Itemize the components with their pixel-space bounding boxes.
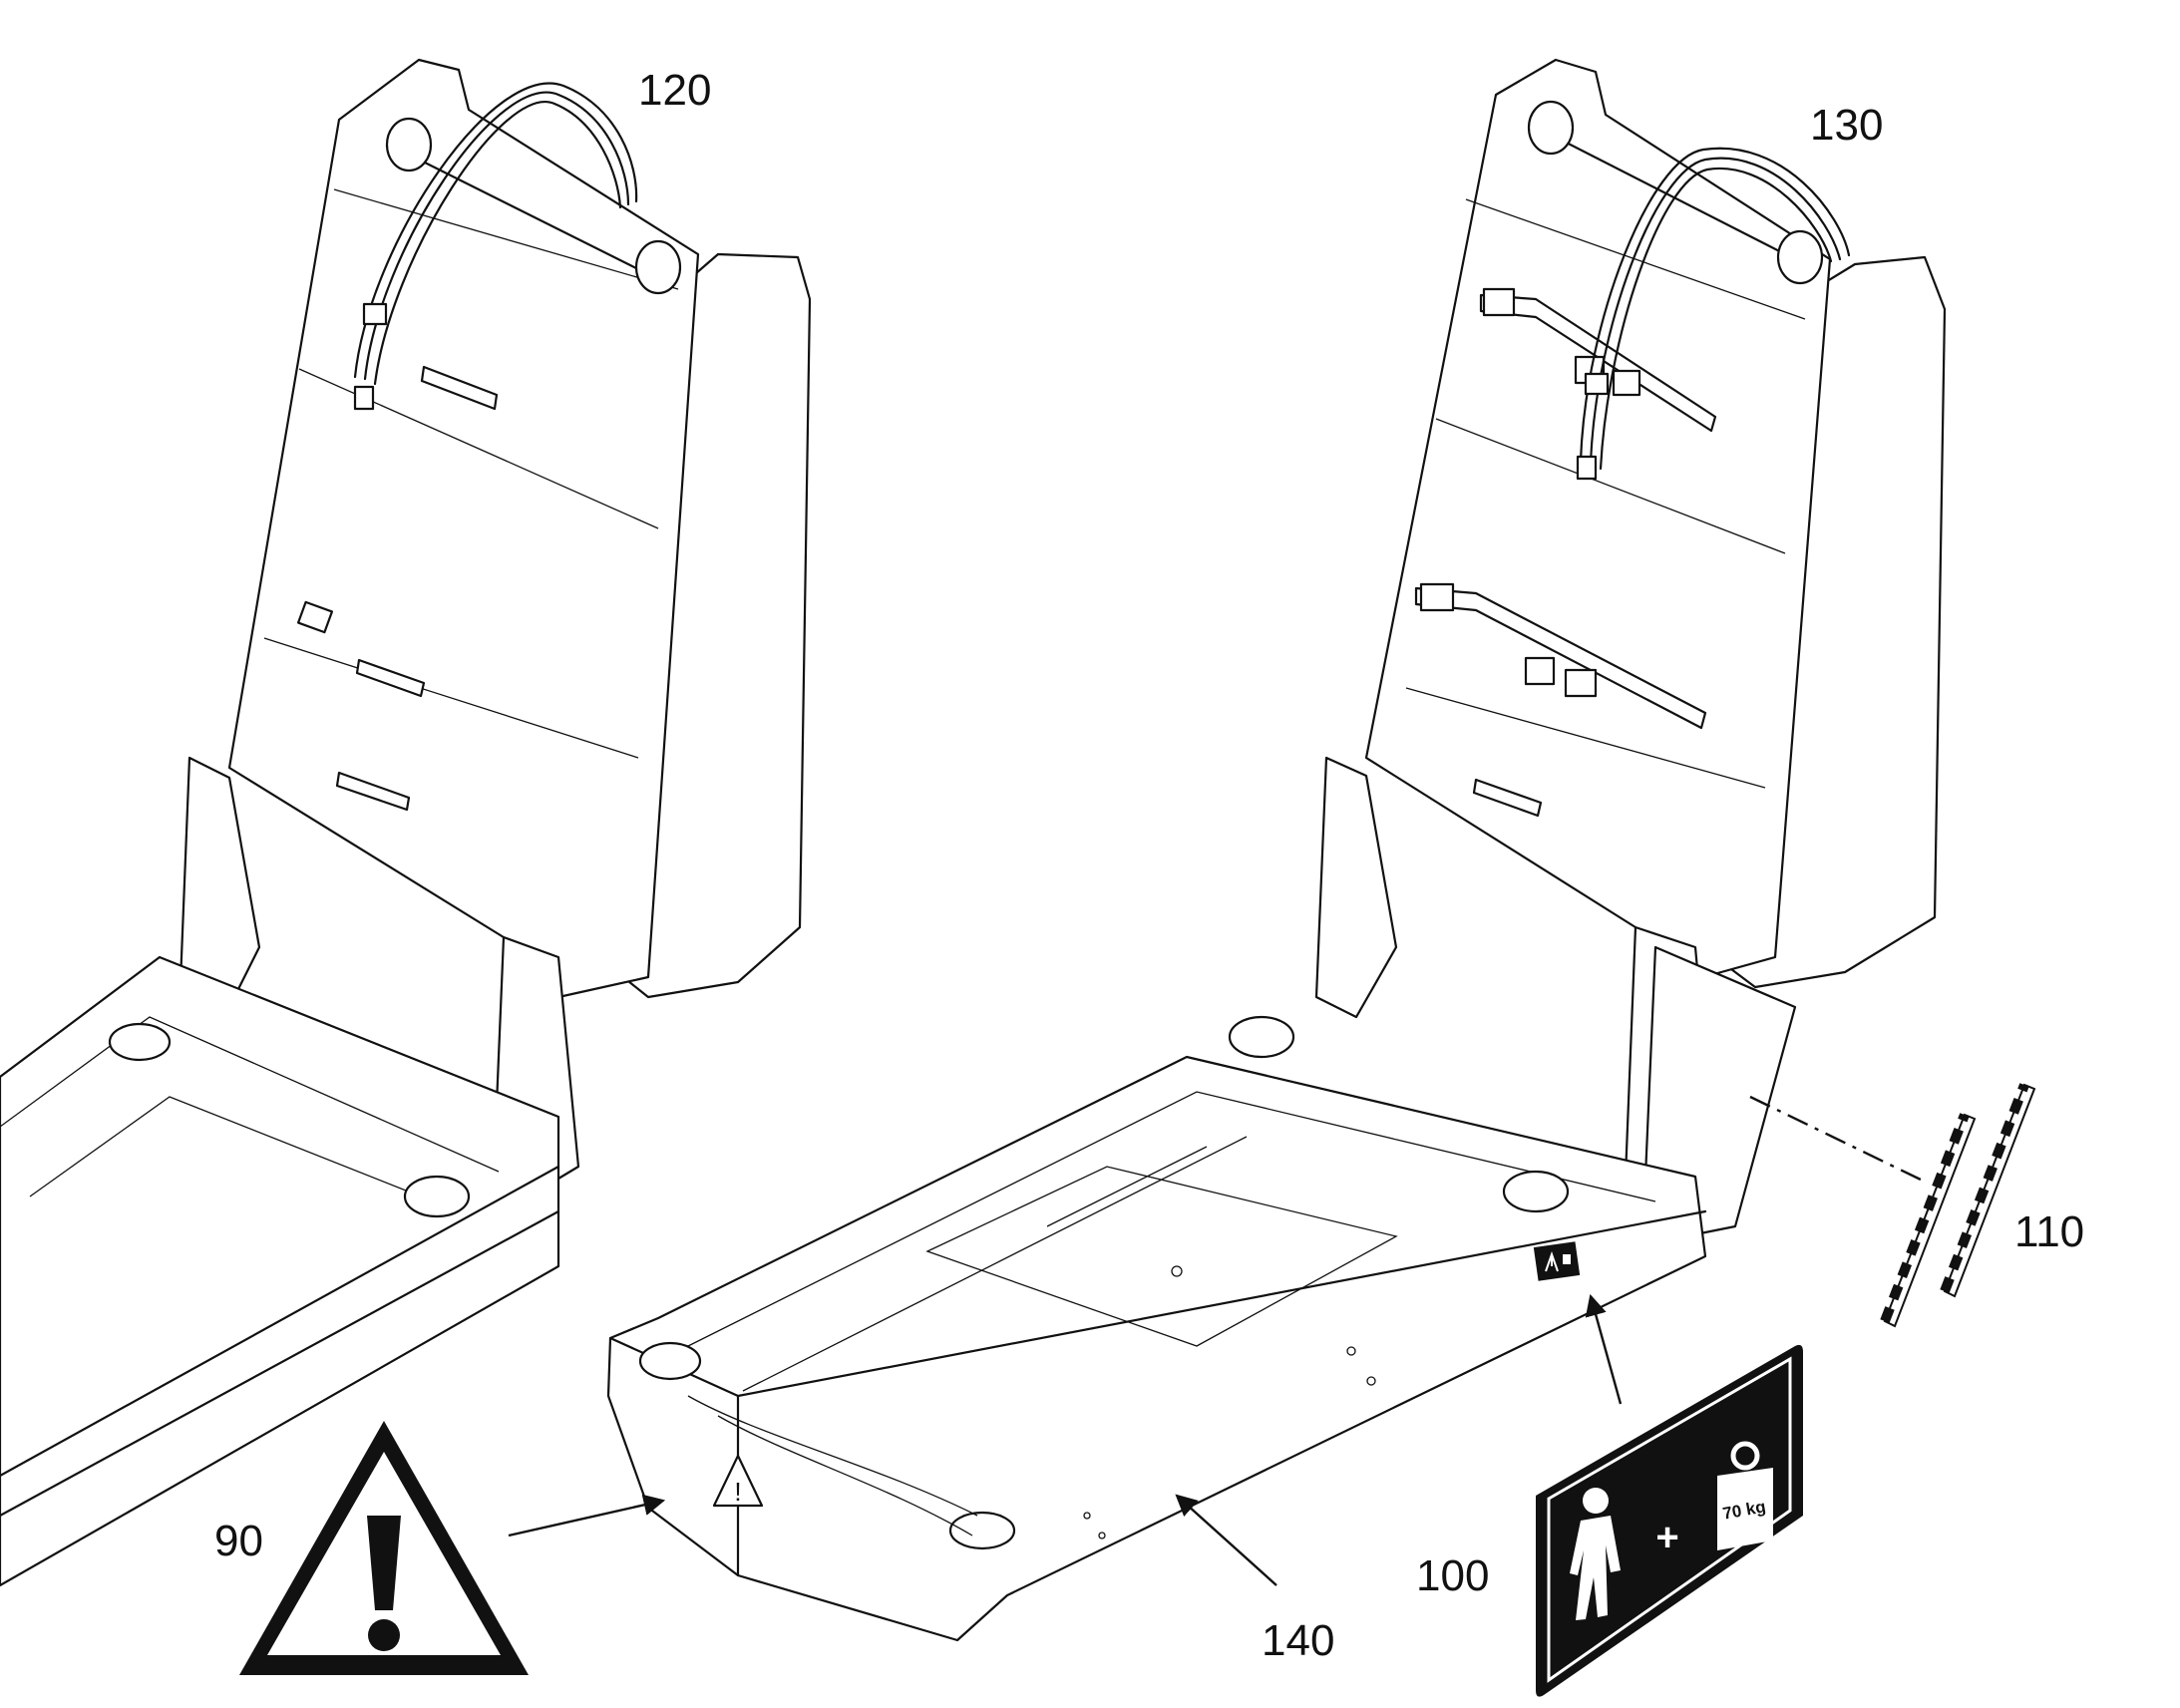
ref-label-120: 120 — [638, 66, 711, 115]
warning-triangle-icon — [239, 1421, 529, 1675]
reference-numerals: 120 130 110 90 100 140 — [214, 66, 2084, 1665]
leader-110 — [1749, 1095, 1926, 1184]
person-pictogram-icon — [1570, 1488, 1621, 1620]
ref-label-110: 110 — [2014, 1207, 2084, 1256]
weight-pictogram-icon — [1717, 1441, 1773, 1550]
ref-label-100: 100 — [1416, 1551, 1489, 1600]
right-seat-assembly: ! — [606, 58, 1947, 1642]
svg-text:!: ! — [734, 1477, 741, 1507]
leader-90 — [508, 1494, 666, 1537]
ref-label-140: 140 — [1262, 1616, 1334, 1665]
ref-label-130: 130 — [1810, 101, 1883, 150]
sign-plus: + — [1655, 1516, 1678, 1559]
left-seat-assembly — [0, 58, 812, 1587]
leader-100 — [1585, 1293, 1623, 1405]
load-capacity-sign: + 70 kg — [1536, 1344, 1803, 1697]
leader-140 — [1175, 1494, 1277, 1586]
leader-lines — [508, 1095, 1926, 1586]
striped-marking-tape — [1880, 1083, 2036, 1328]
ref-label-90: 90 — [214, 1517, 263, 1565]
